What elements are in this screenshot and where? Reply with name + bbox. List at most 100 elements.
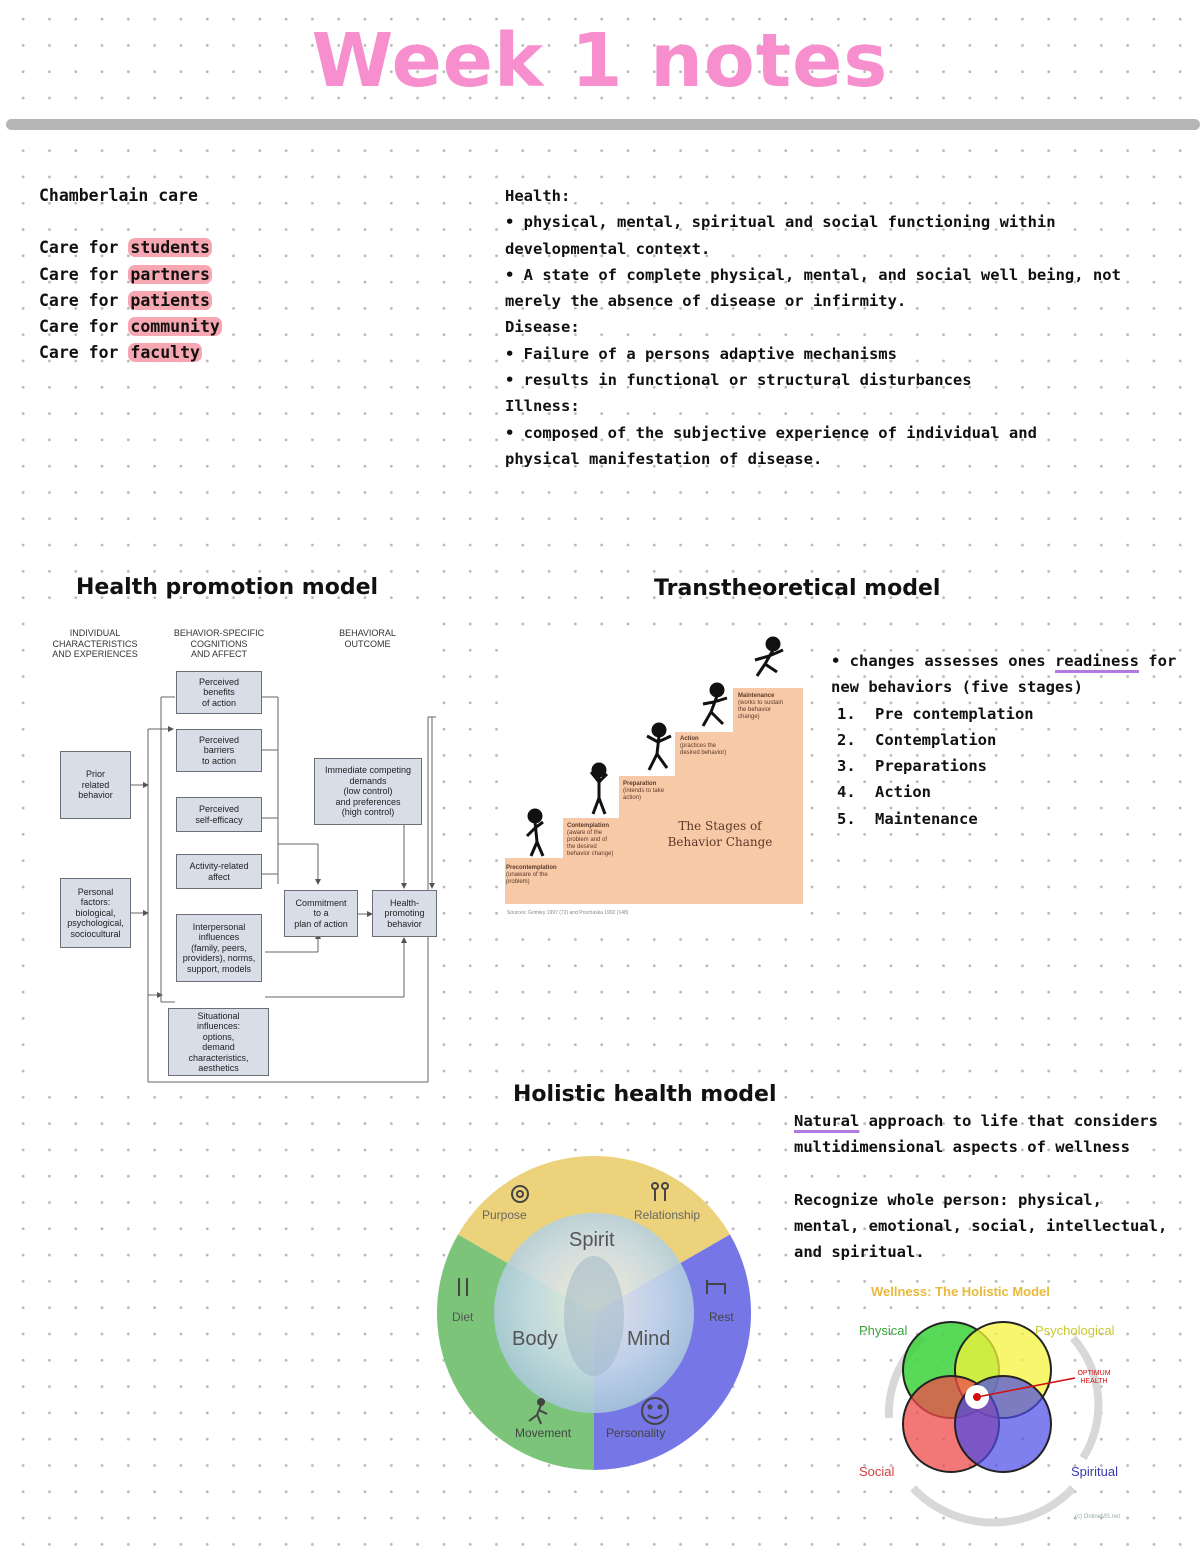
readiness-underline: readiness bbox=[1054, 652, 1139, 670]
hpm-connectors bbox=[131, 696, 436, 1083]
venn-credit: (c) OnlineMS.net bbox=[1075, 1514, 1121, 1520]
hpm-activity-affect: Activity-related affect bbox=[176, 854, 262, 889]
note-line: Health: bbox=[505, 187, 571, 205]
care-item-prefix: Care for bbox=[39, 264, 129, 284]
holistic-wheel-graphic bbox=[436, 1155, 752, 1470]
care-item-highlight: partners bbox=[128, 264, 212, 284]
wheel-label-purpose: Purpose bbox=[482, 1208, 527, 1222]
note-line: • Failure of a persons adaptive mechanis… bbox=[505, 344, 897, 363]
hpm-self-efficacy: Perceived self-efficacy bbox=[176, 797, 262, 832]
note-line: physical manifestation of disease. bbox=[505, 449, 823, 468]
stage-label-desc: (intends to take action) bbox=[623, 788, 665, 801]
ttm-intro: • changes assesses ones readiness for bbox=[831, 648, 1176, 674]
stage-label-name: Precontemplation bbox=[506, 865, 557, 871]
stage-label: Contemplation(aware of the problem and o… bbox=[567, 823, 627, 858]
hpm-health-behavior: Health- promoting behavior bbox=[372, 890, 437, 937]
venn-optimum-health: OPTIMUM HEALTH bbox=[1077, 1370, 1111, 1385]
ttm-stage-item: Contemplation bbox=[865, 727, 1176, 753]
wheel-label-relationship: Relationship bbox=[634, 1208, 701, 1222]
hpm-interpersonal: Interpersonal influences (family, peers,… bbox=[176, 914, 262, 982]
natural-underline: Natural bbox=[794, 1112, 860, 1130]
holistic-notes: Natural approach to life that considers … bbox=[794, 1108, 1167, 1265]
care-item: Care for community bbox=[39, 314, 222, 340]
care-item-prefix: Care for bbox=[39, 290, 129, 310]
care-item: Care for patients bbox=[39, 288, 222, 314]
wheel-label-diet: Diet bbox=[452, 1310, 474, 1324]
care-item: Care for students bbox=[39, 235, 222, 261]
ttm-stage-item: Preparations bbox=[865, 753, 1176, 779]
note-line: • results in functional or structural di… bbox=[505, 371, 972, 390]
holistic-line: mental, emotional, social, intellectual, bbox=[794, 1216, 1168, 1235]
stage-label-desc: (works to sustain the behavior change) bbox=[738, 700, 784, 720]
hpm-personal-factors: Personal factors: biological, psychologi… bbox=[60, 878, 131, 948]
health-promotion-diagram: INDIVIDUAL CHARACTERISTICS AND EXPERIENC… bbox=[40, 622, 440, 1092]
stage-label-desc: (unaware of the problem) bbox=[506, 872, 548, 885]
note-line: merely the absence of disease or infirmi… bbox=[505, 292, 907, 311]
stage-label: Maintenance(works to sustain the behavio… bbox=[738, 693, 800, 721]
stages-figure-title-line: The Stages of bbox=[678, 819, 762, 833]
care-item: Care for faculty bbox=[39, 340, 222, 366]
wheel-center-body: Body bbox=[512, 1328, 558, 1350]
stage-label-name: Contemplation bbox=[567, 823, 609, 829]
stage-label: Preparation(intends to take action) bbox=[623, 781, 683, 802]
ttm-stage-item: Action bbox=[865, 779, 1176, 805]
stair-steps-graphic bbox=[505, 632, 805, 922]
hpm-column-header: BEHAVIOR-SPECIFIC COGNITIONS AND AFFECT bbox=[173, 628, 265, 659]
ttm-intro-text: • changes assesses ones bbox=[831, 652, 1055, 670]
stage-label: Action(practices the desired behavior) bbox=[680, 736, 740, 757]
page-title: Week 1 notes bbox=[311, 18, 889, 104]
hpm-column-header: BEHAVIORAL OUTCOME bbox=[339, 628, 396, 649]
care-item-prefix: Care for bbox=[39, 317, 129, 337]
hpm-heading: Health promotion model bbox=[76, 575, 379, 600]
venn-label-social: Social bbox=[859, 1464, 895, 1479]
venn-label-spiritual: Spiritual bbox=[1071, 1464, 1118, 1479]
stages-figure-title: The Stages of Behavior Change bbox=[655, 818, 785, 850]
care-item-highlight: faculty bbox=[128, 343, 202, 363]
chamberlain-heading: Chamberlain care bbox=[39, 186, 198, 205]
hpm-perceived-benefits: Perceived benefits of action bbox=[176, 671, 262, 714]
holistic-line: Recognize whole person: physical, bbox=[794, 1190, 1102, 1209]
stage-label-desc: (practices the desired behavior) bbox=[680, 743, 727, 756]
wheel-label-movement: Movement bbox=[515, 1426, 572, 1440]
chamberlain-notes: Chamberlain care Care for students Care … bbox=[39, 183, 222, 367]
holistic-heading: Holistic health model bbox=[513, 1082, 777, 1107]
note-line: developmental context. bbox=[505, 239, 711, 258]
ttm-stage-item: Pre contemplation bbox=[865, 701, 1176, 727]
note-line: • composed of the subjective experience … bbox=[505, 423, 1037, 442]
wheel-center-spirit: Spirit bbox=[569, 1229, 615, 1251]
title-divider bbox=[6, 119, 1200, 130]
hpm-commitment: Commitment to a plan of action bbox=[284, 890, 358, 937]
note-line: Disease: bbox=[505, 318, 580, 337]
wheel-center-mind: Mind bbox=[627, 1328, 671, 1350]
holistic-line-text: approach to life that considers bbox=[859, 1112, 1158, 1130]
wheel-label-rest: Rest bbox=[709, 1310, 734, 1324]
stage-label-name: Action bbox=[680, 736, 699, 742]
note-line: • A state of complete physical, mental, … bbox=[505, 265, 1121, 284]
stages-figure-title-line: Behavior Change bbox=[667, 835, 773, 849]
holistic-line: and spiritual. bbox=[794, 1243, 925, 1262]
ttm-heading: Transtheoretical model bbox=[654, 576, 941, 601]
holistic-line: Natural approach to life that considers bbox=[794, 1108, 1167, 1134]
stages-of-change-figure: Precontemplation(unaware of the problem)… bbox=[505, 632, 805, 922]
venn-label-psychological: Psychological bbox=[1035, 1323, 1115, 1338]
ttm-notes: • changes assesses ones readiness for ne… bbox=[831, 648, 1176, 832]
definitions-notes: Health: • physical, mental, spiritual an… bbox=[505, 183, 1121, 472]
care-item-prefix: Care for bbox=[39, 238, 129, 258]
hpm-column-header: INDIVIDUAL CHARACTERISTICS AND EXPERIENC… bbox=[52, 628, 138, 659]
stage-label: Precontemplation(unaware of the problem) bbox=[506, 865, 566, 886]
care-item-highlight: students bbox=[128, 238, 212, 258]
note-line: • physical, mental, spiritual and social… bbox=[505, 213, 1056, 232]
venn-label-physical: Physical bbox=[859, 1323, 908, 1338]
hpm-situational: Situational influences: options, demand … bbox=[168, 1008, 269, 1076]
wellness-venn-graphic bbox=[884, 1321, 1103, 1527]
stages-figure-source: Sources: Grimley 1997 (72) and Prochaska… bbox=[507, 910, 629, 916]
ttm-stage-item: Maintenance bbox=[865, 806, 1176, 832]
ttm-intro-text: for bbox=[1138, 652, 1177, 670]
holistic-wheel: Purpose Relationship Diet Rest Movement … bbox=[436, 1155, 752, 1470]
hpm-perceived-barriers: Perceived barriers to action bbox=[176, 729, 262, 772]
stage-label-name: Maintenance bbox=[738, 693, 775, 699]
venn-title: Wellness: The Holistic Model bbox=[871, 1284, 1050, 1299]
care-item-highlight: community bbox=[128, 317, 222, 337]
note-line: Illness: bbox=[505, 397, 580, 416]
ttm-intro-line: new behaviors (five stages) bbox=[831, 678, 1083, 697]
